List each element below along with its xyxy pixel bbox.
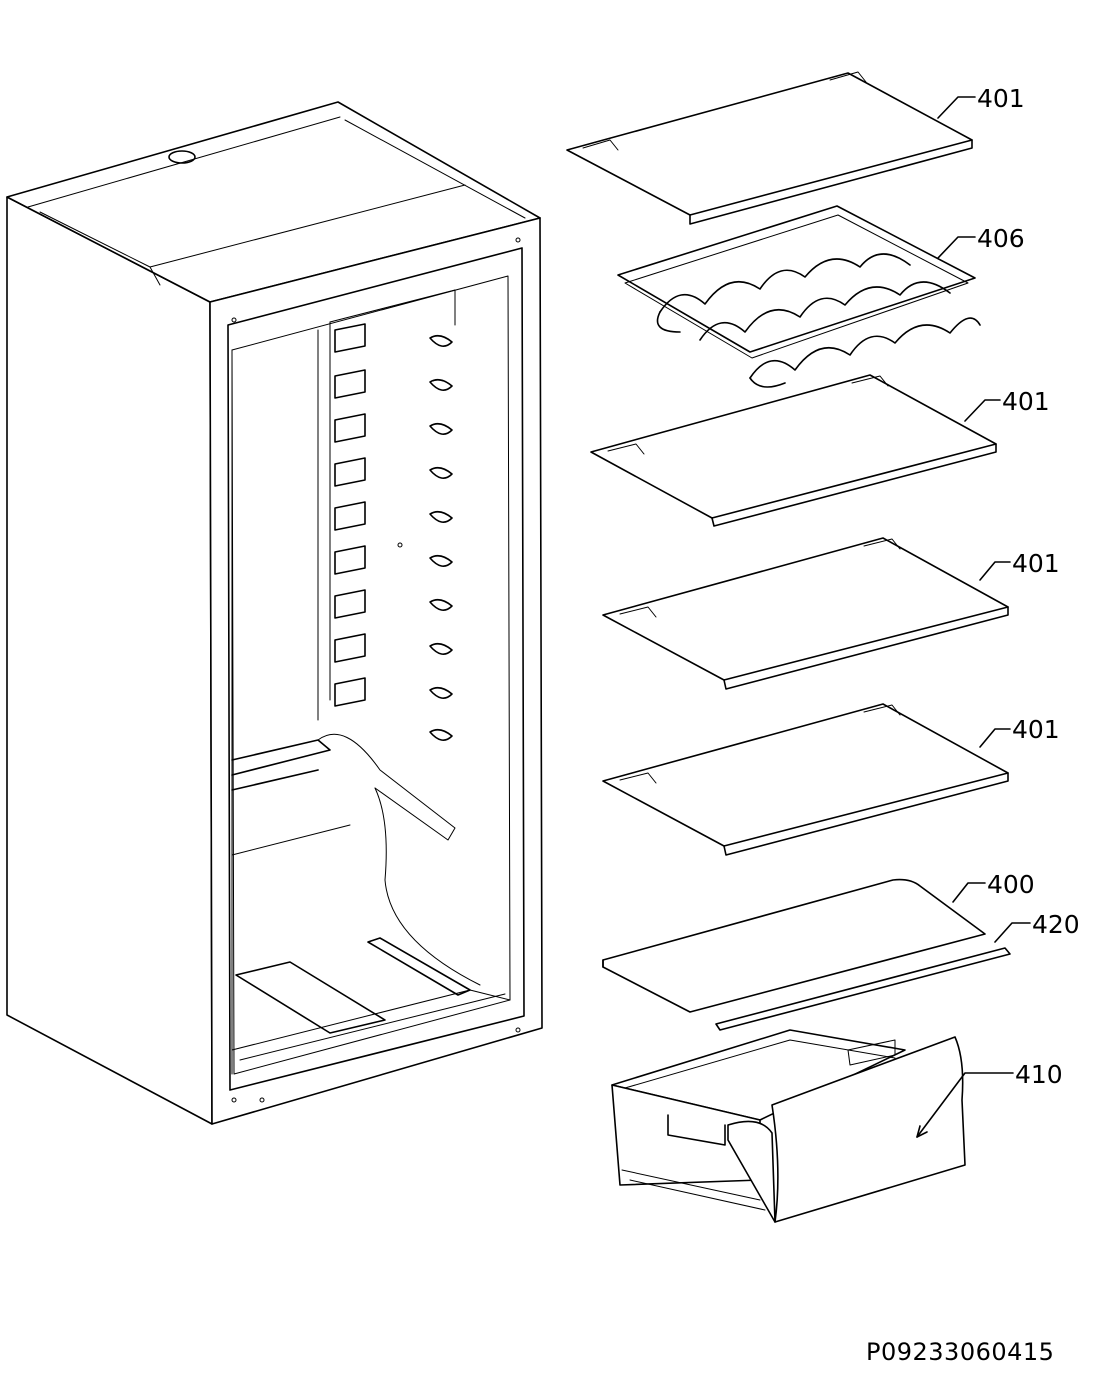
- crisper-cover: [602, 878, 986, 1013]
- callout-401-c: 401: [1012, 549, 1060, 578]
- wine-rack: [617, 205, 981, 388]
- shelf-supports: [334, 323, 366, 707]
- callout-420: 420: [1032, 910, 1080, 939]
- callout-labels: 401 406 401 401 401 400 420 410: [977, 84, 1080, 1089]
- leader-lines: [916, 96, 1031, 1138]
- cover-profile-strip: [715, 947, 1011, 1031]
- callout-401-a: 401: [977, 84, 1025, 113]
- glass-shelf-top: [566, 71, 973, 225]
- callout-401-d: 401: [1012, 715, 1060, 744]
- glass-shelf-4: [602, 703, 1009, 856]
- callout-410: 410: [1015, 1060, 1063, 1089]
- drawing-code: P09233060415: [866, 1338, 1054, 1366]
- refrigerator-cabinet: [6, 101, 543, 1125]
- callout-400: 400: [987, 870, 1035, 899]
- crisper-drawer: [611, 1029, 966, 1223]
- glass-shelf-3: [602, 537, 1009, 690]
- shelf-supports-right: [429, 334, 453, 741]
- callout-406: 406: [977, 224, 1025, 253]
- glass-shelf-2: [590, 374, 997, 527]
- callout-401-b: 401: [1002, 387, 1050, 416]
